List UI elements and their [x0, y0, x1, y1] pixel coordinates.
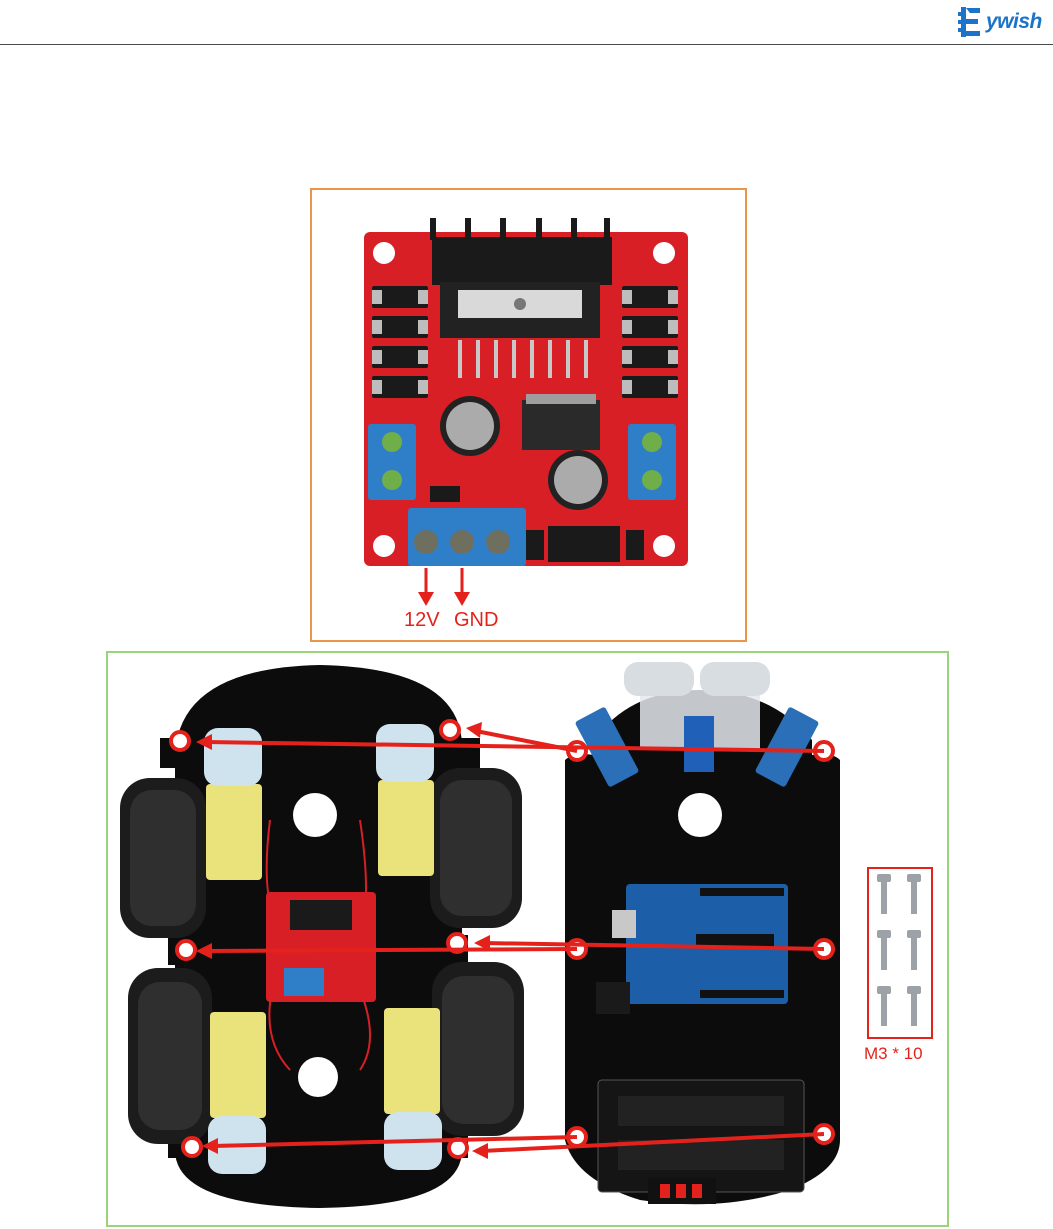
screws-box	[868, 868, 932, 1038]
screws-label: M3 * 10	[864, 1044, 923, 1064]
